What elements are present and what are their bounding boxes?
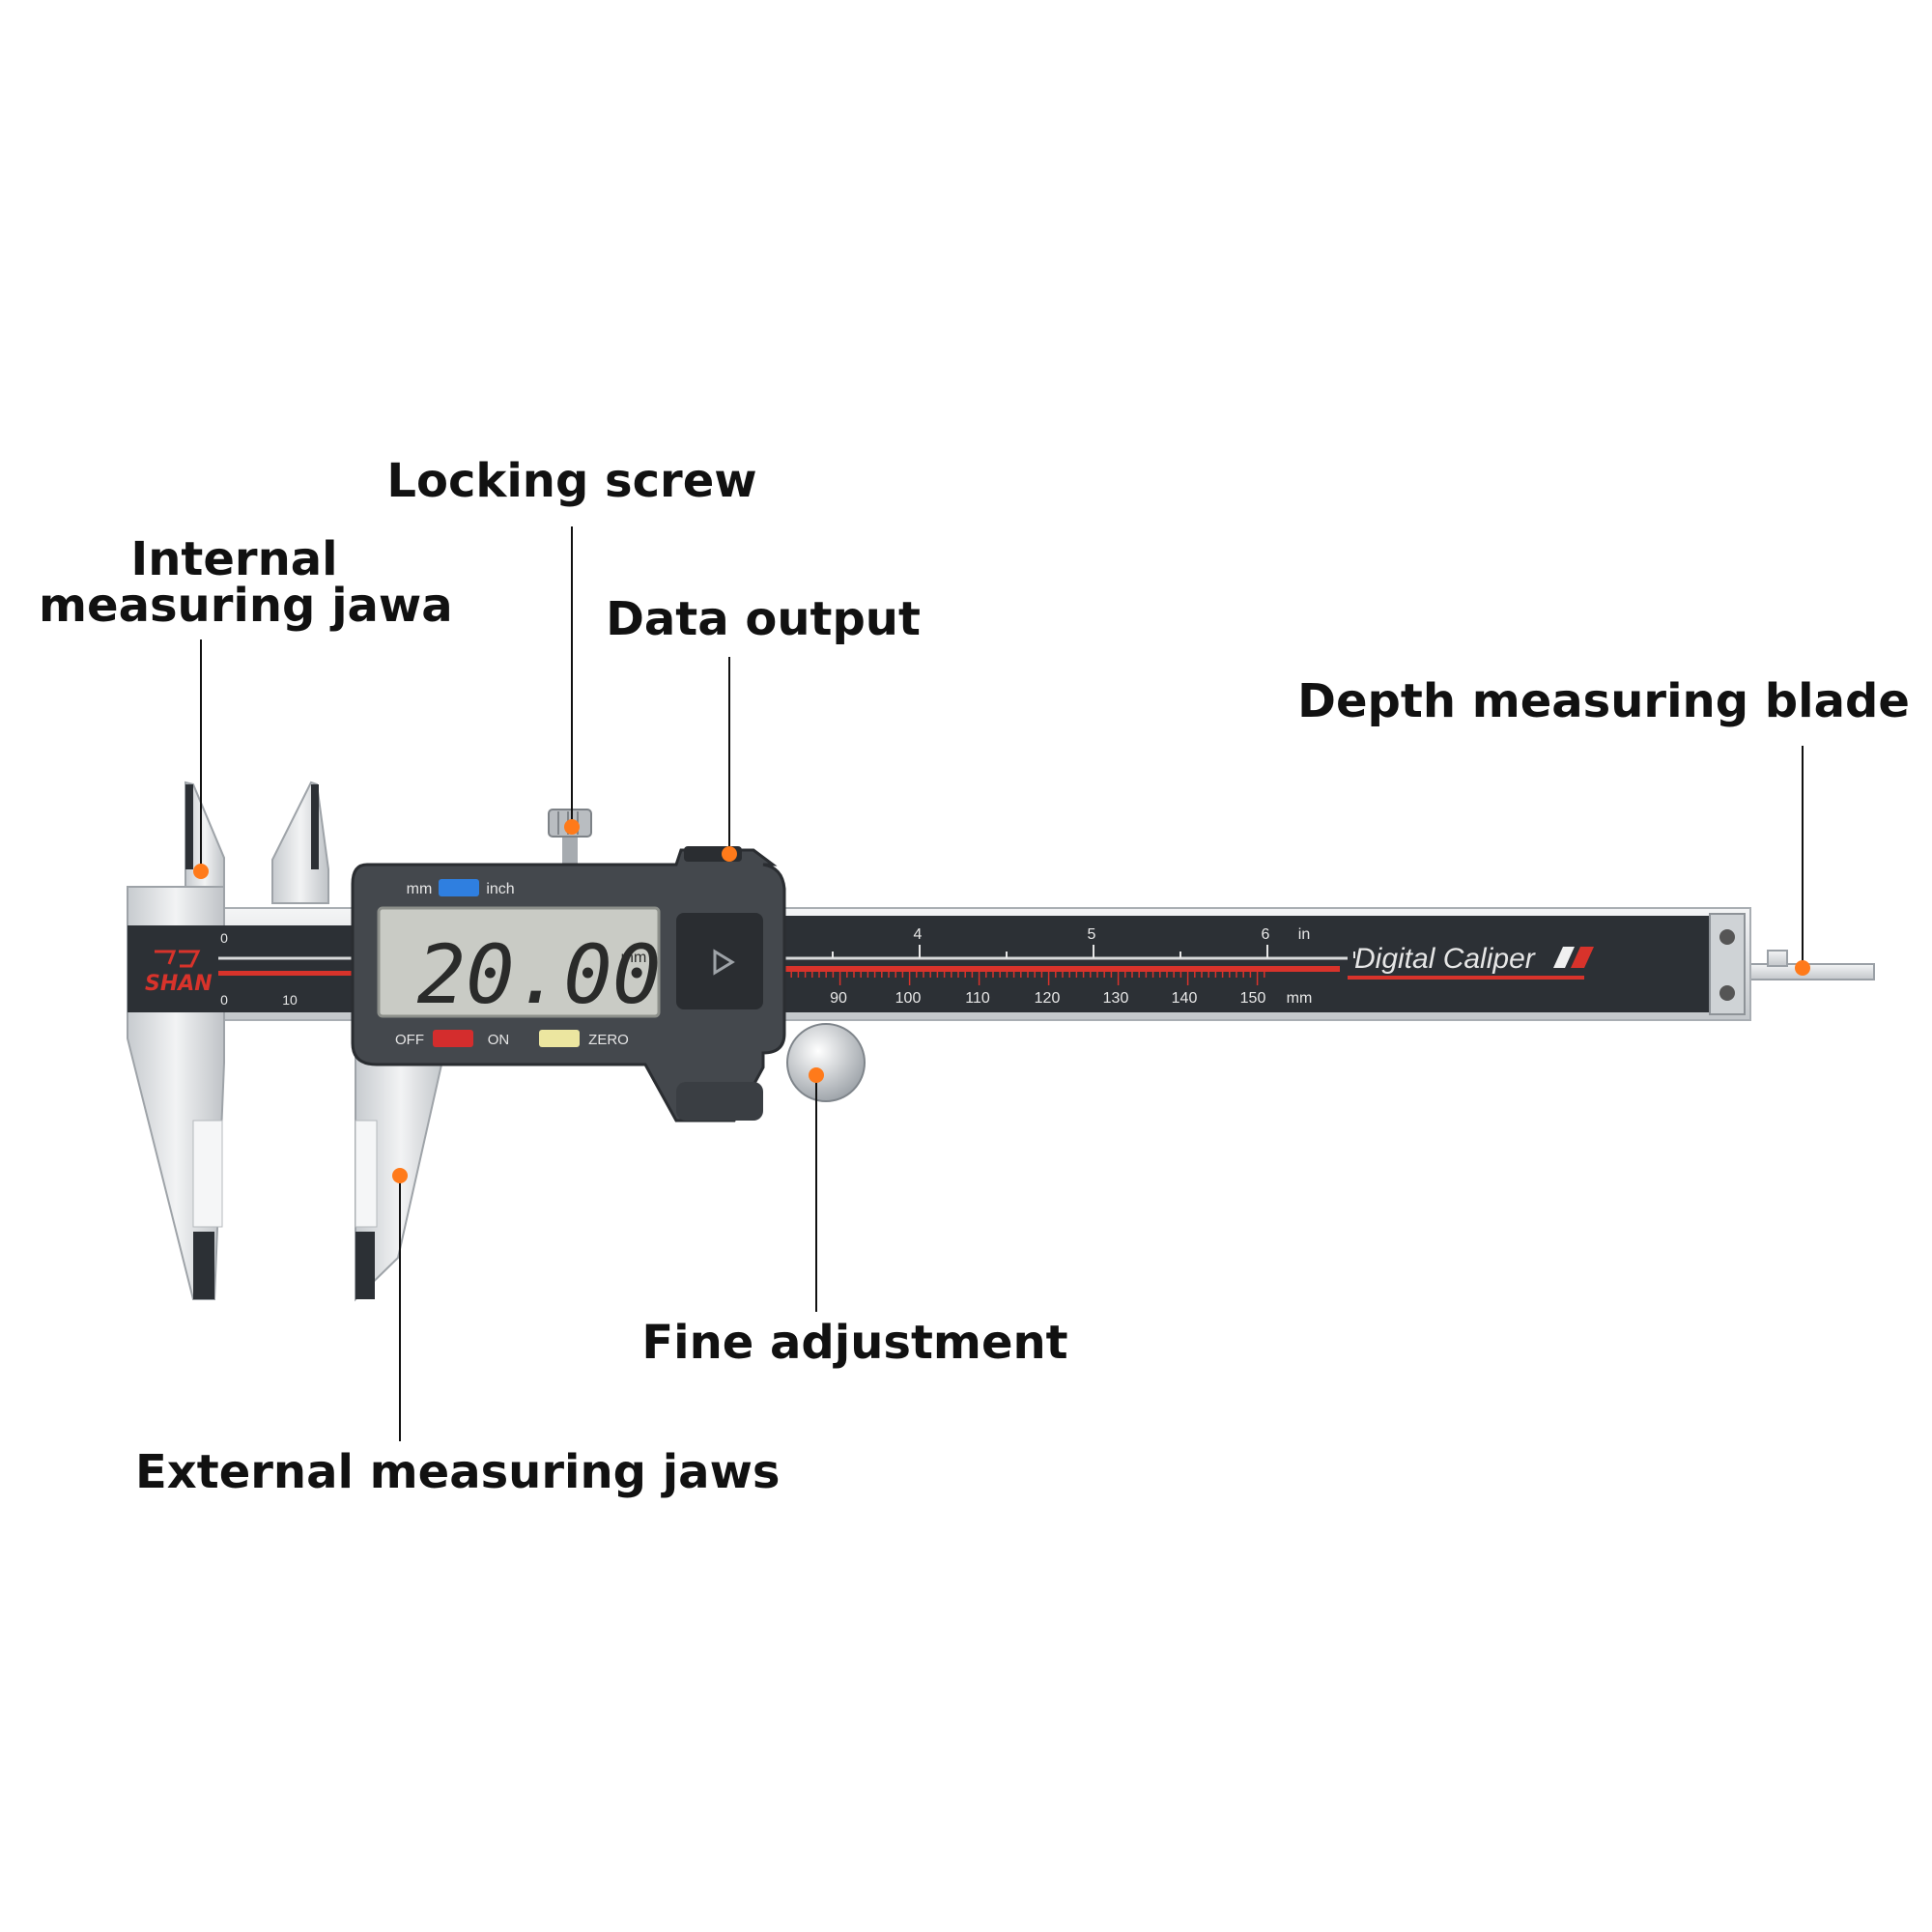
inch-unit: in (1298, 926, 1310, 943)
play-icon (713, 949, 735, 976)
jaw-scale-bottom-10: 10 (282, 992, 298, 1008)
marker-fine-adjustment (809, 1067, 824, 1083)
sliding-jaw-face (355, 1120, 378, 1228)
mm-tick-150: 150 (1240, 990, 1266, 1007)
fixed-jaw-red-stripe (218, 971, 354, 976)
sliding-internal-jaw-edge (311, 784, 319, 869)
marker-data-output (722, 846, 737, 862)
mm-unit: mm (1287, 990, 1313, 1007)
sliding-internal-jaw (271, 781, 329, 904)
fixed-internal-jaw-edge (185, 784, 193, 869)
mm-tick-140: 140 (1172, 990, 1198, 1007)
label-depth-blade: Depth measuring blade (1297, 674, 1910, 728)
locking-screw-stem (562, 831, 578, 866)
brand-mark-icon (155, 950, 201, 968)
sliding-external-jaw-tip (355, 1232, 375, 1299)
button-on-label: ON (488, 1032, 510, 1048)
logo-stripe-red-icon (1571, 947, 1594, 968)
marker-external-jaws (392, 1168, 408, 1183)
inch-tick-4: 4 (914, 926, 923, 943)
product-name: Digital Caliper (1354, 943, 1536, 975)
fine-adjustment-wheel[interactable] (786, 1023, 866, 1102)
unit-toggle-mm-label: mm (407, 881, 433, 897)
marker-internal-jaws (193, 864, 209, 879)
zero-button[interactable] (539, 1030, 580, 1047)
lcd-unit: mm (621, 950, 647, 966)
end-screw-top-icon (1719, 929, 1735, 945)
lcd-display (377, 906, 661, 1018)
jaw-scale-bottom-0: 0 (220, 992, 228, 1008)
lcd-reading: 20.00 (417, 927, 662, 1022)
mm-tick-130: 130 (1103, 990, 1129, 1007)
fixed-jaw-scale-band (128, 925, 359, 1012)
depth-blade-notch (1767, 950, 1788, 967)
unit-toggle-inch-label: inch (486, 881, 514, 897)
inch-scale-marks (832, 945, 1355, 958)
button-zero-label: ZERO (588, 1032, 629, 1048)
fixed-external-jaw-tip (193, 1232, 214, 1299)
unit-toggle-button[interactable] (439, 879, 479, 896)
end-screw-bottom-icon (1719, 985, 1735, 1001)
label-internal-jaws-line1: Internal (130, 532, 338, 586)
marker-locking-screw (564, 819, 580, 835)
label-internal-jaws-line2: measuring jawa (39, 579, 453, 633)
label-data-output: Data output (606, 592, 921, 646)
power-button[interactable] (433, 1030, 473, 1047)
label-fine-adjustment: Fine adjustment (641, 1316, 1068, 1370)
label-locking-screw: Locking screw (386, 454, 757, 508)
thumb-grip[interactable] (676, 1082, 763, 1121)
mm-tick-120: 120 (1035, 990, 1061, 1007)
marker-depth-blade (1795, 960, 1810, 976)
jaw-scale-top-0: 0 (220, 930, 228, 946)
mm-tick-90: 90 (830, 990, 847, 1007)
label-external-jaws: External measuring jaws (135, 1445, 781, 1499)
inch-tick-5: 5 (1088, 926, 1096, 943)
scale-red-stripe (784, 966, 1340, 972)
side-button[interactable] (676, 913, 763, 1009)
brand-logo: SHAN (145, 972, 213, 996)
mm-tick-110: 110 (965, 990, 990, 1007)
inch-tick-6: 6 (1262, 926, 1270, 943)
logo-stripe-white-icon (1553, 947, 1575, 968)
button-off-label: OFF (395, 1032, 424, 1048)
fixed-jaw-face (192, 1120, 223, 1228)
mm-tick-100: 100 (895, 990, 922, 1007)
label-internal-jaws: Internal measuring jawa (39, 532, 453, 633)
